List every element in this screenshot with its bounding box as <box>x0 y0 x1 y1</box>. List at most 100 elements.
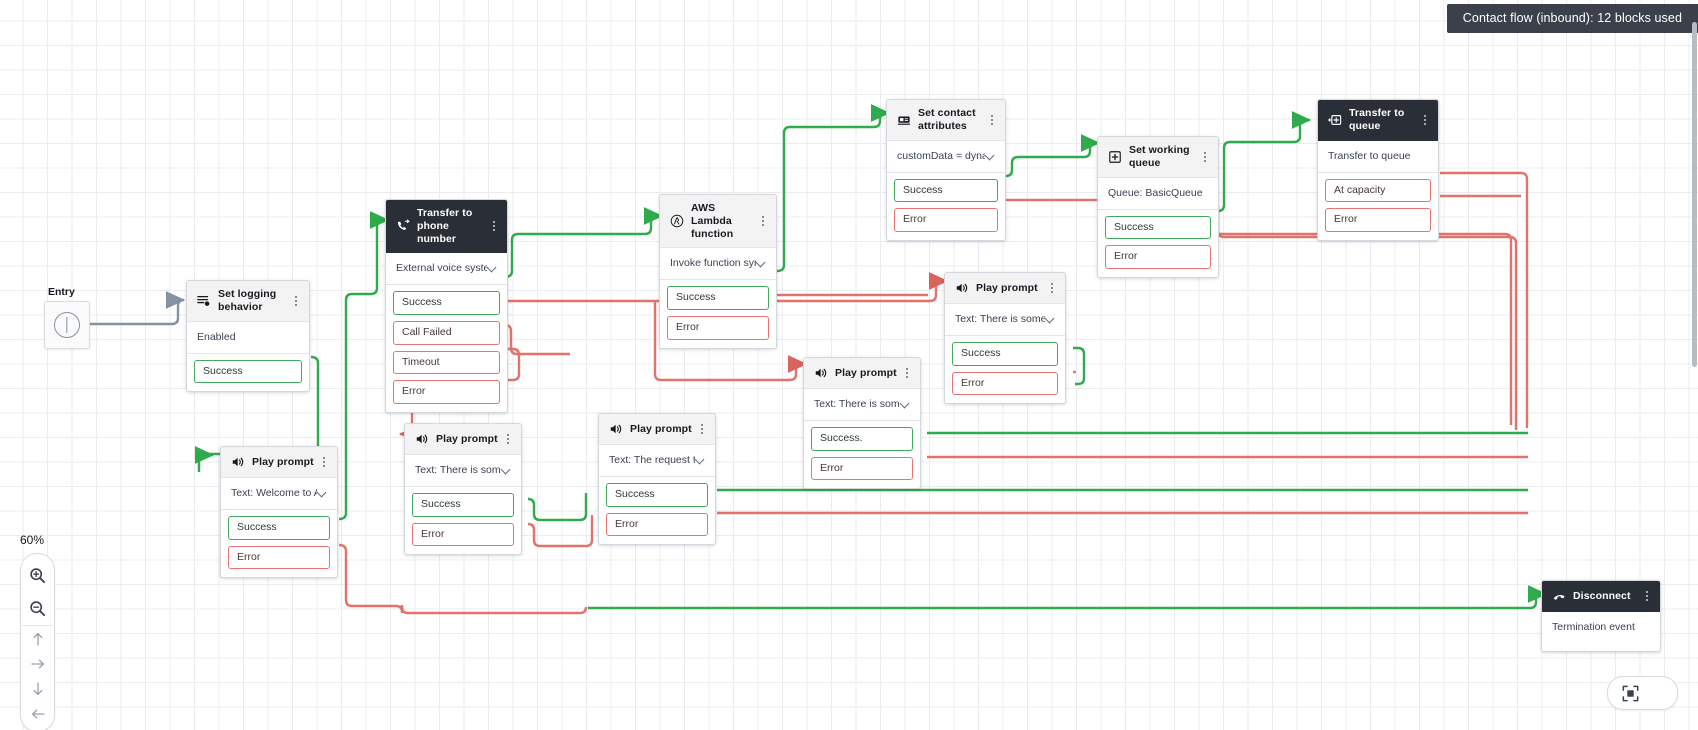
chevron-down-icon[interactable] <box>501 465 511 475</box>
node-ports: Success Error <box>887 173 1005 240</box>
port-error[interactable]: Error <box>228 545 330 570</box>
chevron-down-icon[interactable] <box>756 258 766 268</box>
entry-label: Entry <box>48 286 75 298</box>
chevron-down-icon[interactable] <box>985 151 995 161</box>
node-play-prompt-issue[interactable]: Play prompt Text: There is some issue...… <box>803 357 921 490</box>
entry-node[interactable]: Entry <box>44 286 90 349</box>
speaker-icon <box>230 455 245 470</box>
node-body[interactable]: customData = dynamic($.... <box>887 141 1005 173</box>
port-error[interactable]: Error <box>667 316 769 340</box>
port-success[interactable]: Success <box>393 291 500 316</box>
port-success[interactable]: Success <box>952 342 1058 366</box>
port-error[interactable]: Error <box>811 456 913 481</box>
vertical-scrollbar[interactable] <box>1692 22 1697 367</box>
node-body[interactable]: Text: The request to exte... <box>599 445 715 477</box>
node-play-prompt-request[interactable]: Play prompt Text: The request to exte...… <box>598 413 716 546</box>
port-success[interactable]: Success <box>412 493 514 517</box>
node-body[interactable]: Text: There is some error... <box>405 455 521 487</box>
node-header: Play prompt <box>599 414 715 445</box>
node-transfer-to-queue[interactable]: Transfer to queue Transfer to queue At c… <box>1317 99 1439 241</box>
canvas-toolbar[interactable] <box>1607 676 1678 710</box>
node-menu-button[interactable] <box>757 214 769 228</box>
speaker-icon <box>414 432 429 447</box>
node-body: Queue: BasicQueue <box>1098 178 1218 210</box>
port-error[interactable]: Error <box>952 371 1058 396</box>
port-success[interactable]: Success. <box>811 427 913 451</box>
node-title: Set logging behavior <box>218 288 277 313</box>
arrow-right-icon[interactable] <box>21 651 54 676</box>
fit-to-screen-icon[interactable] <box>1622 685 1639 702</box>
port-timeout[interactable]: Timeout <box>393 350 500 375</box>
node-body-text: Enabled <box>197 330 236 343</box>
node-menu-button[interactable] <box>901 366 913 380</box>
node-title: Play prompt <box>976 281 1038 294</box>
node-menu-button[interactable] <box>502 432 514 446</box>
port-call-failed[interactable]: Call Failed <box>393 321 500 345</box>
port-success[interactable]: Success <box>228 516 330 540</box>
port-success[interactable]: Success <box>667 286 769 311</box>
node-title: Play prompt <box>252 455 314 468</box>
port-error[interactable]: Error <box>1325 208 1431 232</box>
speaker-icon <box>608 422 623 437</box>
node-menu-button[interactable] <box>1641 589 1653 603</box>
node-set-working-queue[interactable]: Set working queue Queue: BasicQueue Succ… <box>1097 136 1219 278</box>
zoom-out-icon[interactable] <box>21 592 54 625</box>
node-menu-button[interactable] <box>1419 113 1431 127</box>
chevron-down-icon[interactable] <box>487 263 497 273</box>
node-body[interactable]: Text: There is some error... <box>945 304 1065 336</box>
node-body-text: Text: There is some error... <box>415 464 501 476</box>
node-body[interactable]: Text: Welcome to Amazo... <box>221 478 337 510</box>
node-body-text: Text: There is some issue... <box>814 398 900 410</box>
arrow-left-icon[interactable] <box>21 701 54 726</box>
chevron-down-icon[interactable] <box>900 399 910 409</box>
node-menu-button[interactable] <box>318 455 330 469</box>
node-play-prompt-error-left[interactable]: Play prompt Text: There is some error...… <box>404 423 522 556</box>
node-ports: Success Error <box>599 477 715 544</box>
node-menu-button[interactable] <box>986 113 998 127</box>
port-success[interactable]: Success <box>894 178 998 203</box>
node-menu-button[interactable] <box>1046 281 1058 295</box>
node-ports: Success Call Failed Timeout Error <box>386 285 507 412</box>
node-disconnect[interactable]: Disconnect Termination event <box>1541 580 1661 652</box>
node-menu-button[interactable] <box>488 219 500 233</box>
attributes-icon <box>896 112 911 127</box>
node-transfer-to-phone-number[interactable]: Transfer to phone number External voice … <box>385 199 508 413</box>
node-body-text: Invoke function sync: kor... <box>670 257 756 270</box>
chevron-down-icon[interactable] <box>1045 314 1055 324</box>
port-success[interactable]: Success <box>194 359 302 384</box>
zoom-controls[interactable] <box>20 553 55 730</box>
node-body-text: customData = dynamic($.... <box>897 149 985 162</box>
node-play-prompt-error-right[interactable]: Play prompt Text: There is some error...… <box>944 272 1066 405</box>
port-error[interactable]: Error <box>1105 245 1211 269</box>
port-at-capacity[interactable]: At capacity <box>1325 178 1431 203</box>
node-play-prompt-welcome[interactable]: Play prompt Text: Welcome to Amazo... Su… <box>220 446 338 579</box>
node-body-text: Queue: BasicQueue <box>1108 186 1203 199</box>
arrow-down-icon[interactable] <box>21 676 54 701</box>
zoom-in-icon[interactable] <box>21 559 54 592</box>
node-title: Play prompt <box>835 366 897 379</box>
node-menu-button[interactable] <box>696 422 708 436</box>
node-menu-button[interactable] <box>290 294 302 308</box>
node-title: Set contact attributes <box>918 107 976 132</box>
node-set-contact-attributes[interactable]: Set contact attributes customData = dyna… <box>886 99 1006 241</box>
node-menu-button[interactable] <box>1199 150 1211 164</box>
port-error[interactable]: Error <box>606 512 708 537</box>
node-set-logging-behavior[interactable]: Set logging behavior Enabled Success <box>186 280 310 393</box>
port-error[interactable]: Error <box>393 380 500 404</box>
node-header: Transfer to phone number <box>386 200 507 254</box>
node-body[interactable]: External voice system: ba... <box>386 253 507 286</box>
node-body[interactable]: Invoke function sync: kor... <box>660 248 776 281</box>
port-error[interactable]: Error <box>412 522 514 547</box>
node-aws-lambda-function[interactable]: AWS Lambda function Invoke function sync… <box>659 194 777 349</box>
node-body[interactable]: Text: There is some issue... <box>804 389 920 421</box>
disconnect-icon <box>1551 589 1566 604</box>
arrow-up-icon[interactable] <box>21 626 54 651</box>
node-body-text: Transfer to queue <box>1328 149 1411 162</box>
node-ports: At capacity Error <box>1318 173 1438 240</box>
port-success[interactable]: Success <box>606 483 708 507</box>
port-error[interactable]: Error <box>894 208 998 232</box>
chevron-down-icon[interactable] <box>695 455 705 465</box>
chevron-down-icon[interactable] <box>317 488 327 498</box>
port-success[interactable]: Success <box>1105 215 1211 240</box>
